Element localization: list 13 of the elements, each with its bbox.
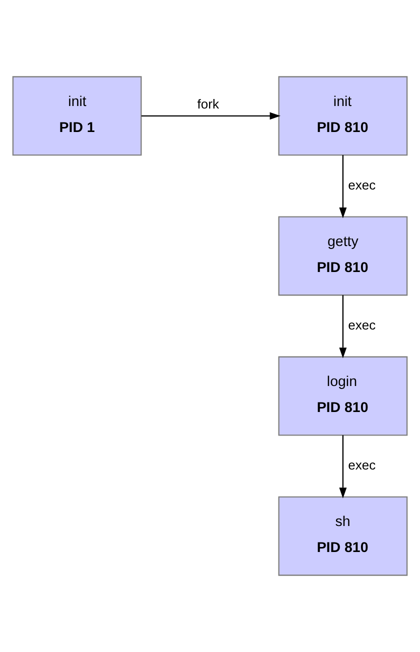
edge-label: exec (348, 317, 376, 332)
node-box: login PID 810 (278, 356, 408, 436)
node-box: sh PID 810 (278, 496, 408, 576)
node-box: init PID 1 (12, 76, 142, 156)
arrow (141, 112, 280, 120)
arrow (339, 435, 347, 498)
edge-label: fork (197, 96, 220, 112)
arrow (339, 155, 347, 218)
edge-label: exec (348, 457, 376, 472)
arrow (339, 295, 347, 358)
node-box: init PID 810 (278, 76, 408, 156)
edge-label: exec (348, 177, 376, 192)
node-box: getty PID 810 (278, 216, 408, 296)
